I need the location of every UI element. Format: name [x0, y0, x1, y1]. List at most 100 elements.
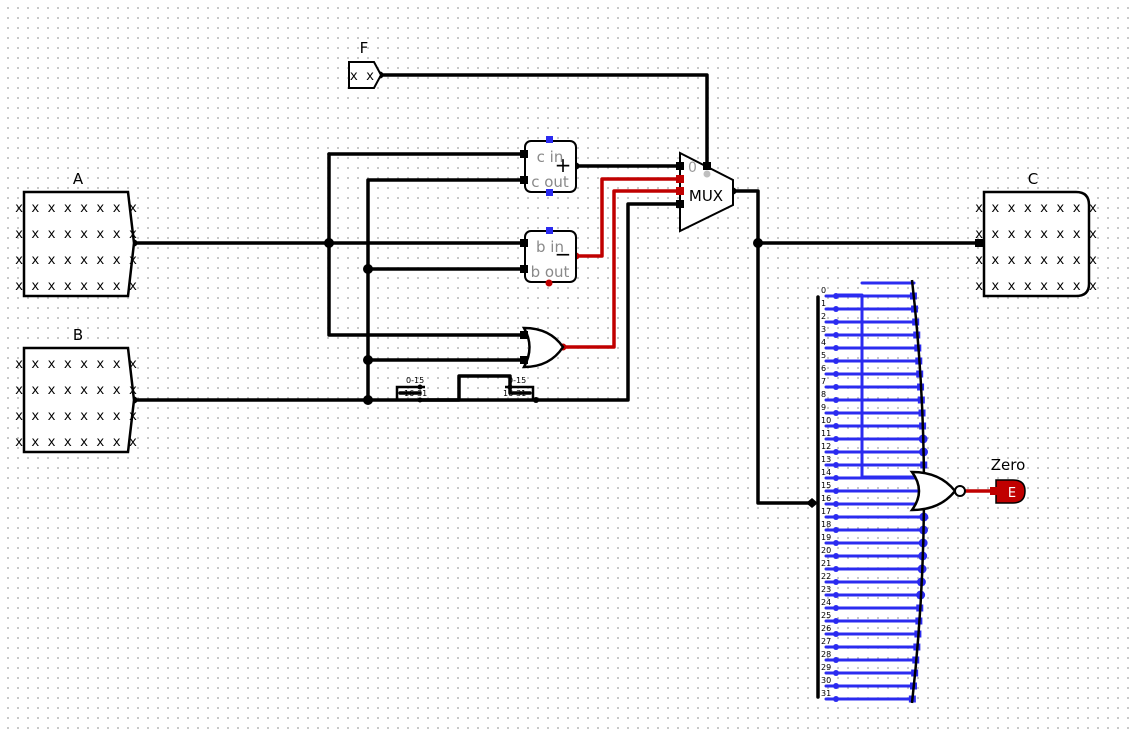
subtractor[interactable]: b in b out −	[520, 227, 577, 287]
input-pin-a[interactable]: A x x x x x x x x x x x x x x x x x x x …	[15, 170, 137, 298]
bit-dot	[833, 345, 839, 351]
sub-bout-label: b out	[531, 263, 570, 281]
junction-dot	[363, 264, 373, 274]
bit-label: 18	[821, 520, 831, 529]
input-pin-b[interactable]: B x x x x x x x x x x x x x x x x x x x …	[15, 326, 137, 454]
bit-dot	[833, 475, 839, 481]
bit-label: 16	[821, 494, 831, 503]
pin-b-label: B	[73, 326, 83, 344]
pin-b-row: x x x x x x x x	[15, 434, 137, 450]
bit-label: 17	[821, 507, 831, 516]
bit-label: 4	[821, 338, 826, 347]
bit-dot	[833, 488, 839, 494]
pin-f-value: x x	[350, 68, 374, 84]
pin-c-row: x x x x x x x x	[975, 226, 1097, 242]
bit-label: 14	[821, 468, 831, 477]
bit-label: 5	[821, 351, 826, 360]
pin-a-row: x x x x x x x x	[15, 226, 137, 242]
bit-dot	[833, 449, 839, 455]
bit-dot	[833, 631, 839, 637]
pin-a-label: A	[73, 170, 84, 188]
bit-label: 22	[821, 572, 831, 581]
bit-label: 19	[821, 533, 831, 542]
wire-f-select	[378, 73, 709, 168]
bit-dot	[833, 462, 839, 468]
bit-dot	[833, 384, 839, 390]
bit-label: 8	[821, 390, 826, 399]
output-pin-c[interactable]: C x x x x x x x x x x x x x x x x x x x …	[975, 170, 1097, 298]
bit-dot	[833, 683, 839, 689]
bit-dot	[833, 540, 839, 546]
bit-label: 7	[821, 377, 826, 386]
pin-a-row: x x x x x x x x	[15, 200, 137, 216]
bus-entry	[806, 498, 818, 508]
bit-dot	[833, 618, 839, 624]
pin-a-row: x x x x x x x x	[15, 278, 137, 294]
bit-dot	[833, 306, 839, 312]
output-pin-zero[interactable]: Zero E	[990, 456, 1026, 504]
bit-dot	[833, 566, 839, 572]
input-pin-f[interactable]: F x x	[348, 39, 383, 89]
bit-dot	[833, 605, 839, 611]
wires	[132, 73, 980, 699]
bit-label: 2	[821, 312, 826, 321]
error-wires	[561, 177, 996, 493]
zero-label: Zero	[991, 456, 1026, 474]
junction-dot	[363, 355, 373, 365]
adder-cout-label: c out	[531, 173, 569, 191]
bit-dot	[833, 553, 839, 559]
bit-label: 1	[821, 299, 826, 308]
bit-label: 26	[821, 624, 831, 633]
adder-op: +	[555, 153, 572, 177]
bit-dot	[833, 670, 839, 676]
pin-c-row: x x x x x x x x	[975, 200, 1097, 216]
bit-dot	[833, 436, 839, 442]
bit-label: 15	[821, 481, 831, 490]
splitter-range-low: 0-15	[406, 376, 424, 385]
bit-label: 27	[821, 637, 831, 646]
bit-dot	[833, 358, 839, 364]
splitter-range-low: 0-15	[508, 376, 526, 385]
junction-dot	[324, 238, 334, 248]
adder-cin-label: c in	[537, 148, 564, 166]
multiplexer[interactable]: 0 MUX	[676, 151, 734, 233]
bit-label: 20	[821, 546, 831, 555]
sub-bin-label: b in	[536, 238, 564, 256]
pin-b-row: x x x x x x x x	[15, 382, 137, 398]
splitter-right[interactable]: 0-15 16-31	[503, 376, 539, 403]
bit-label: 30	[821, 676, 831, 685]
pin-b-row: x x x x x x x x	[15, 356, 137, 372]
pin-b-row: x x x x x x x x	[15, 408, 137, 424]
zero-value: E	[1008, 486, 1016, 501]
sub-op: −	[555, 242, 572, 266]
bit-label: 9	[821, 403, 826, 412]
splitter-range-high: 16-31	[404, 389, 427, 398]
bit-dot	[833, 696, 839, 702]
bit-dot	[833, 501, 839, 507]
bit-label: 13	[821, 455, 831, 464]
pin-c-row: x x x x x x x x	[975, 278, 1097, 294]
splitter-left[interactable]: 0-15 16-31	[395, 376, 427, 403]
pin-a-row: x x x x x x x x	[15, 252, 137, 268]
junction-dot	[753, 238, 763, 248]
bit-dot	[833, 293, 839, 299]
splitter-range-high: 16-31	[503, 389, 526, 398]
bit-dot	[833, 410, 839, 416]
bit-dot	[833, 657, 839, 663]
wire-mux-out	[731, 189, 814, 505]
bit-dot	[833, 371, 839, 377]
wire-diff	[574, 177, 682, 258]
bit-wires	[824, 281, 929, 703]
bit-dot	[833, 644, 839, 650]
or-gate[interactable]	[520, 326, 565, 369]
bit-label: 24	[821, 598, 831, 607]
adder[interactable]: c in c out +	[520, 136, 577, 196]
nor-gate[interactable]	[909, 279, 966, 704]
pin-c-row: x x x x x x x x	[975, 252, 1097, 268]
bit-label: 11	[821, 429, 831, 438]
bit-label: 31	[821, 689, 831, 698]
bit-label: 10	[821, 416, 831, 425]
bit-label: 28	[821, 650, 831, 659]
bit-label: 12	[821, 442, 831, 451]
